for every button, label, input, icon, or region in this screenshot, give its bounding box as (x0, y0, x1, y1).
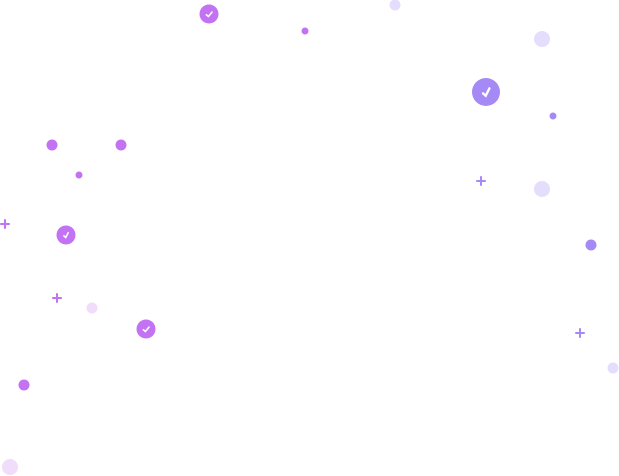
check-circle-icon (199, 4, 219, 24)
dot (75, 171, 83, 179)
dot (86, 302, 98, 314)
check-circle-icon (472, 78, 500, 106)
dot (607, 362, 619, 374)
dot (2, 459, 18, 475)
dot (301, 27, 309, 35)
plus-icon (0, 219, 10, 229)
check-circle-icon (56, 225, 76, 245)
dot (115, 139, 127, 151)
dot (585, 239, 597, 251)
dot (549, 112, 557, 120)
plus-icon (476, 176, 486, 186)
dot (389, 0, 401, 11)
plus-icon (575, 328, 585, 338)
plus-icon (52, 293, 62, 303)
dot (18, 379, 30, 391)
dot (46, 139, 58, 151)
dot (534, 31, 550, 47)
dot (534, 181, 550, 197)
check-circle-icon (136, 319, 156, 339)
